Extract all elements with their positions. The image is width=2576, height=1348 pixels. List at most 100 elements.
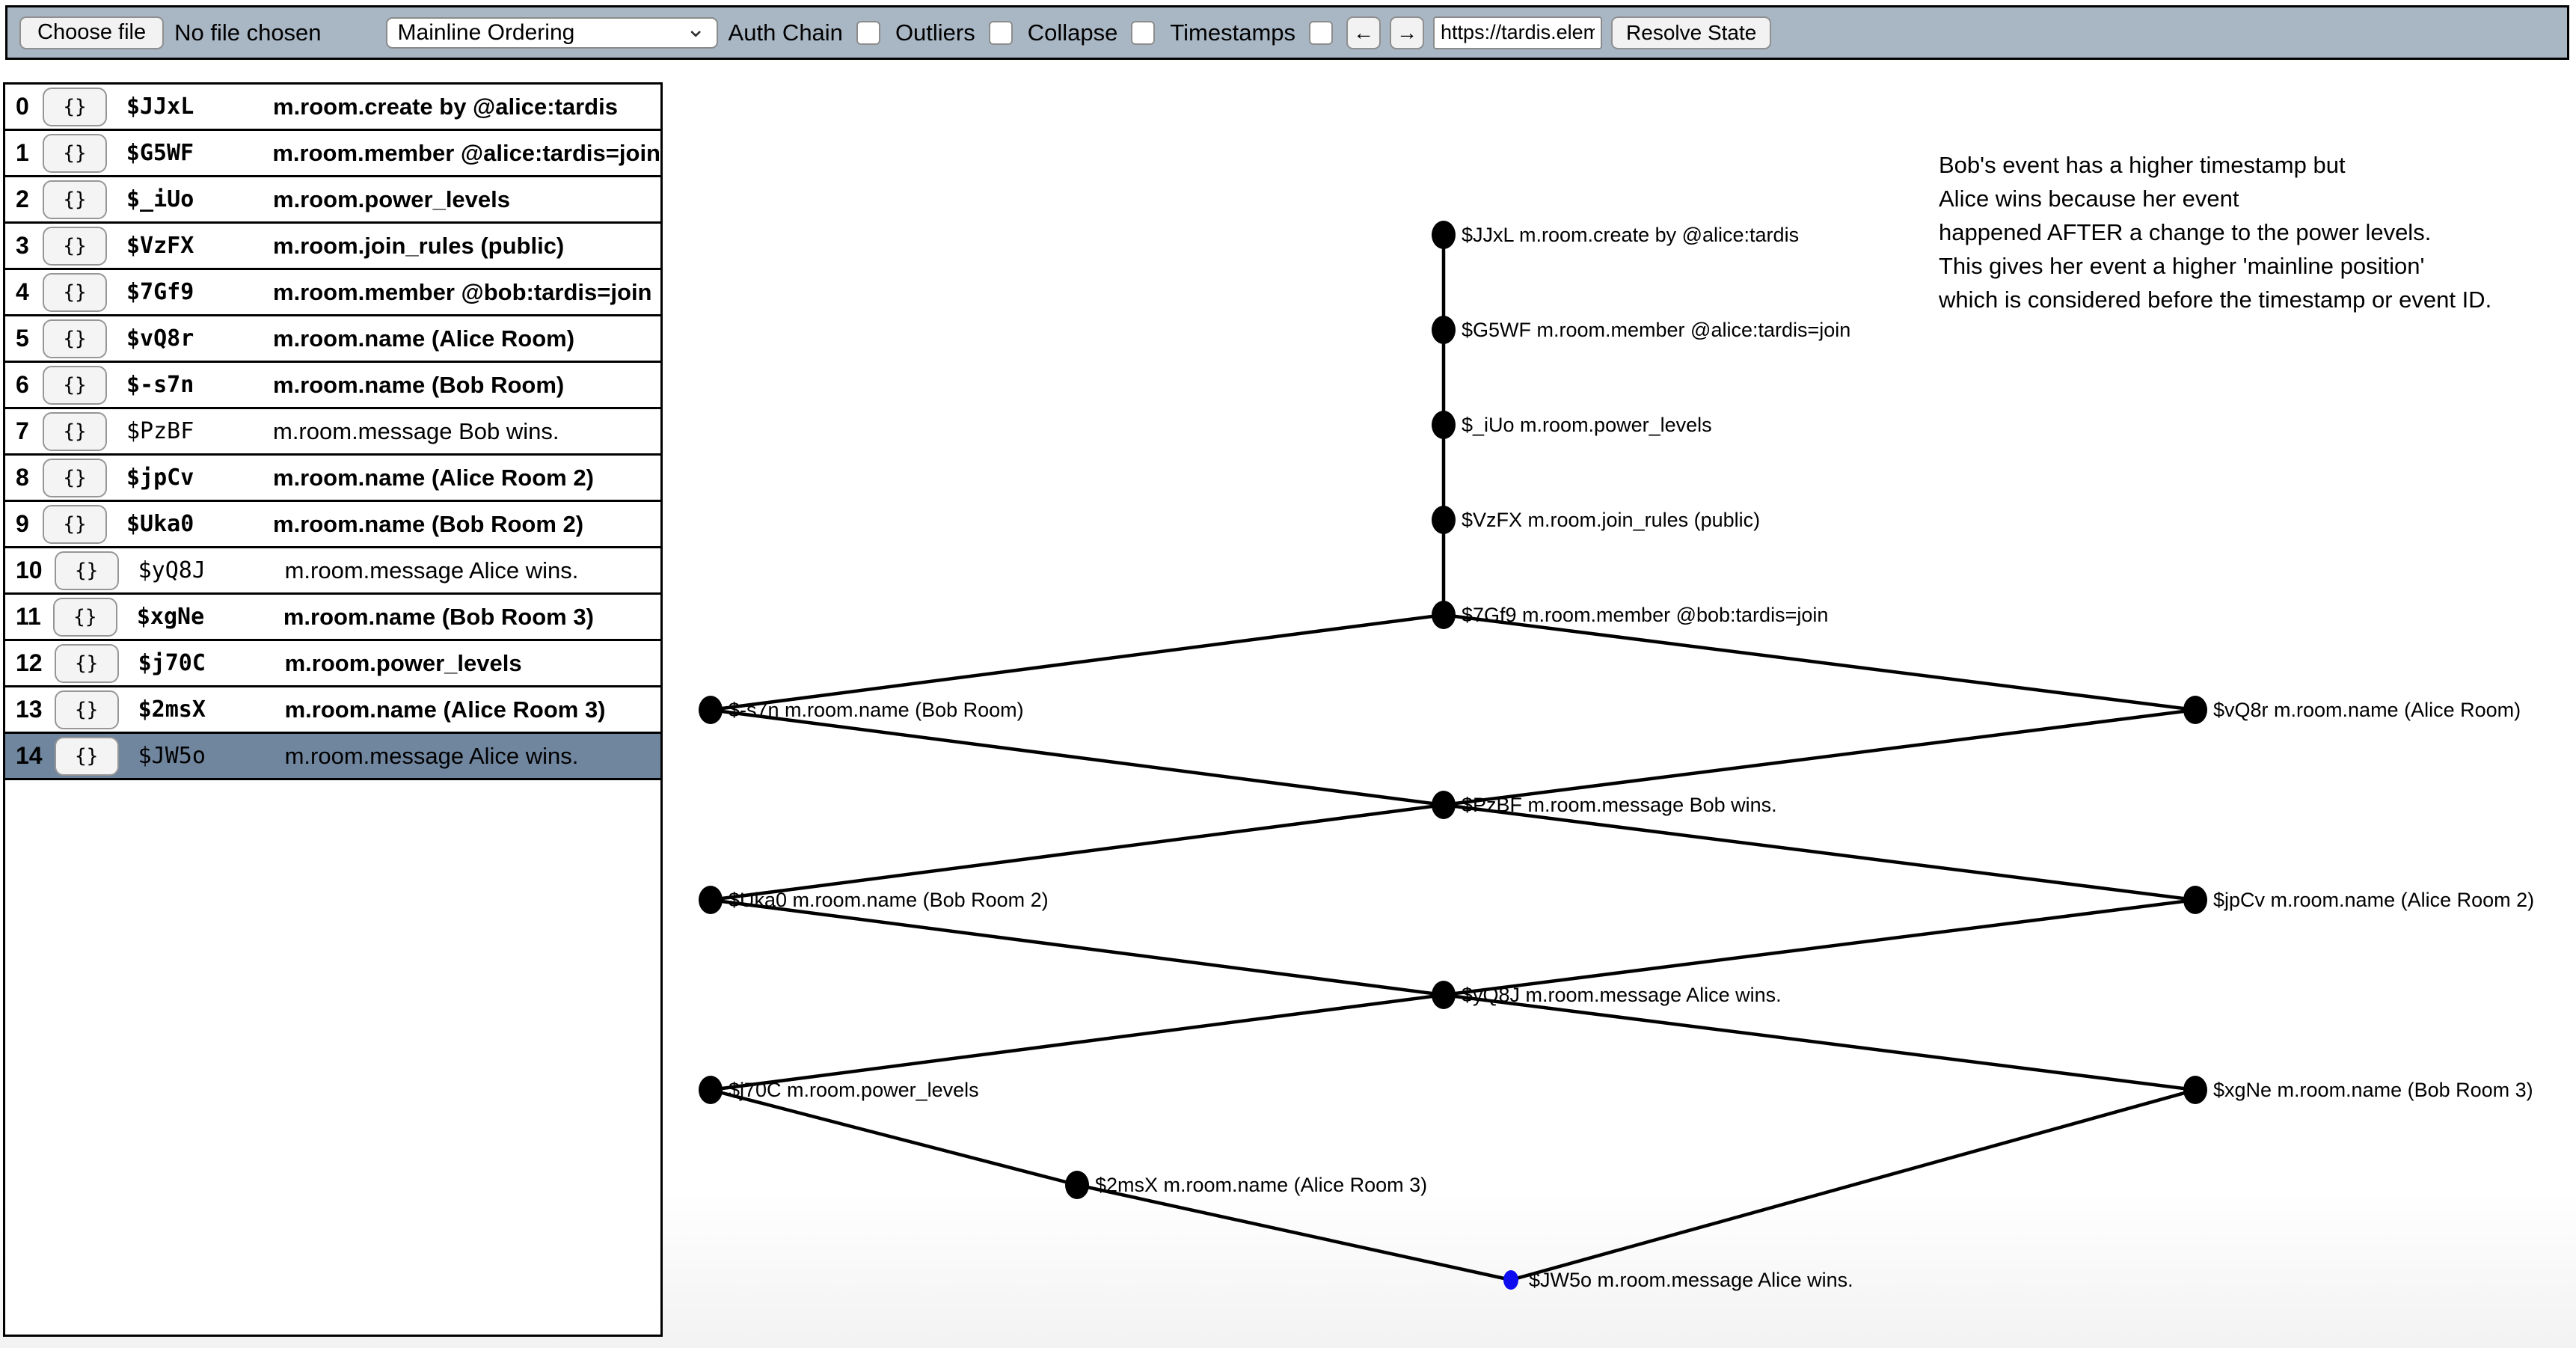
event-index: 12 bbox=[16, 649, 43, 676]
checkbox[interactable] bbox=[856, 20, 880, 45]
dag-node[interactable] bbox=[699, 1076, 723, 1104]
dag-node[interactable] bbox=[1432, 411, 1456, 439]
dag-edge bbox=[710, 1088, 1078, 1187]
event-index: 13 bbox=[16, 696, 43, 723]
checkbox[interactable] bbox=[1131, 20, 1156, 45]
event-index: 3 bbox=[16, 232, 29, 259]
checkbox-label: Outliers bbox=[895, 19, 975, 46]
ordering-select[interactable]: Mainline Ordering ⌄ bbox=[385, 14, 718, 49]
event-json-button[interactable]: {} bbox=[43, 180, 107, 219]
event-json-button[interactable]: {} bbox=[43, 319, 107, 358]
event-json-button[interactable]: {} bbox=[43, 226, 107, 266]
dag-node-label: $j70C m.room.power_levels bbox=[729, 1079, 979, 1101]
back-button[interactable]: ← bbox=[1346, 16, 1381, 49]
toolbar-checkbox-group: Timestamps bbox=[1170, 19, 1337, 46]
event-description: m.room.member @alice:tardis=join bbox=[272, 139, 660, 166]
event-json-button[interactable]: {} bbox=[43, 272, 107, 312]
event-json-button[interactable]: {} bbox=[43, 365, 107, 405]
event-json-button[interactable]: {} bbox=[52, 597, 117, 637]
dag-node-label: $PzBF m.room.message Bob wins. bbox=[1462, 794, 1777, 816]
explanation-line: which is considered before the timestamp… bbox=[1939, 287, 2492, 313]
dag-node[interactable] bbox=[2183, 886, 2207, 914]
toolbar-checkbox-group: Outliers bbox=[895, 19, 1017, 46]
event-json-button[interactable]: {} bbox=[43, 411, 107, 451]
event-json-button[interactable]: {} bbox=[43, 458, 107, 497]
dag-edge bbox=[710, 803, 1444, 902]
dag-node-label: $-s7n m.room.name (Bob Room) bbox=[729, 699, 1024, 721]
dag-node[interactable] bbox=[1065, 1171, 1089, 1199]
checkbox[interactable] bbox=[988, 20, 1013, 45]
event-description: m.room.name (Bob Room 3) bbox=[283, 603, 594, 630]
event-index: 5 bbox=[16, 325, 29, 352]
event-description: m.room.join_rules (public) bbox=[273, 232, 565, 259]
dag-node[interactable] bbox=[2183, 696, 2207, 724]
dag-node[interactable] bbox=[1432, 316, 1456, 344]
event-description: m.room.power_levels bbox=[284, 649, 522, 676]
dag-edge bbox=[710, 993, 1444, 1092]
dag-node-label: $Uka0 m.room.name (Bob Room 2) bbox=[729, 889, 1049, 911]
toolbar-checkbox-group: Auth Chain bbox=[729, 19, 885, 46]
dag-node[interactable] bbox=[1432, 981, 1456, 1009]
event-description: m.room.name (Alice Room) bbox=[273, 325, 575, 352]
dag-node-label: $2msX m.room.name (Alice Room 3) bbox=[1095, 1174, 1427, 1196]
dag-node[interactable] bbox=[699, 886, 723, 914]
dag-edge bbox=[1510, 1088, 2196, 1282]
forward-button[interactable]: → bbox=[1390, 16, 1425, 49]
resolve-state-button[interactable]: Resolve State bbox=[1611, 16, 1772, 49]
event-json-button[interactable]: {} bbox=[43, 504, 107, 544]
event-json-button[interactable]: {} bbox=[54, 690, 119, 729]
event-id: $_iUo bbox=[126, 186, 194, 212]
event-id: $PzBF bbox=[126, 418, 194, 444]
event-index: 6 bbox=[16, 371, 29, 398]
event-json-button[interactable]: {} bbox=[54, 551, 119, 590]
chevron-down-icon: ⌄ bbox=[685, 14, 706, 42]
event-index: 1 bbox=[16, 139, 29, 166]
event-index: 7 bbox=[16, 417, 29, 444]
event-index: 9 bbox=[16, 510, 29, 537]
dag-node-label: $yQ8J m.room.message Alice wins. bbox=[1462, 984, 1782, 1006]
dag-node[interactable] bbox=[1503, 1270, 1518, 1290]
event-json-button[interactable]: {} bbox=[54, 643, 119, 683]
dag-node[interactable] bbox=[1432, 221, 1456, 249]
dag-node[interactable] bbox=[1432, 601, 1456, 629]
checkbox-label: Collapse bbox=[1027, 19, 1118, 46]
event-description: m.room.member @bob:tardis=join bbox=[273, 278, 652, 305]
dag-node[interactable] bbox=[1432, 791, 1456, 819]
event-json-button[interactable]: {} bbox=[43, 133, 107, 173]
event-index: 0 bbox=[16, 93, 29, 120]
url-input[interactable] bbox=[1433, 16, 1603, 49]
event-description: m.room.name (Alice Room 3) bbox=[284, 696, 606, 723]
explanation-line: Bob's event has a higher timestamp but bbox=[1939, 152, 2346, 178]
checkbox-label: Timestamps bbox=[1170, 19, 1296, 46]
event-description: m.room.name (Alice Room 2) bbox=[273, 464, 594, 491]
checkbox[interactable] bbox=[1309, 20, 1334, 45]
dag-edge bbox=[710, 708, 1444, 807]
event-index: 11 bbox=[16, 603, 41, 630]
event-json-button[interactable]: {} bbox=[43, 87, 107, 126]
dag-node[interactable] bbox=[1432, 506, 1456, 534]
dag-edge bbox=[1443, 898, 2196, 997]
choose-file-button[interactable]: Choose file bbox=[19, 16, 165, 49]
dag-node[interactable] bbox=[699, 696, 723, 724]
dag-node-label: $_iUo m.room.power_levels bbox=[1462, 414, 1712, 436]
dag-node-label: $xgNe m.room.name (Bob Room 3) bbox=[2213, 1079, 2533, 1101]
dag-node[interactable] bbox=[2183, 1076, 2207, 1104]
event-index: 4 bbox=[16, 278, 29, 305]
event-json-button[interactable]: {} bbox=[54, 736, 119, 776]
